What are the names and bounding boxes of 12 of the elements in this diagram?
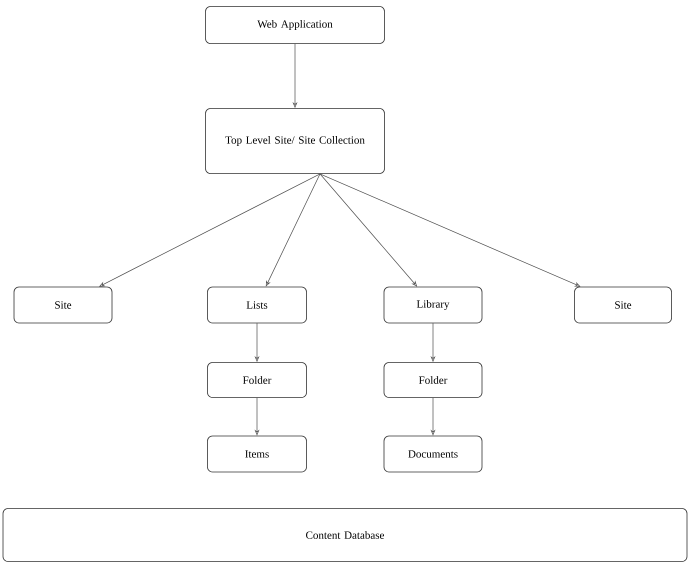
process-box: Folder [384, 362, 482, 398]
process-box: Items [207, 436, 307, 472]
arrow [99, 174, 320, 287]
process-box: Web Application [205, 6, 385, 44]
process-box: Top Level Site/ Site Collection [205, 108, 385, 174]
process-box: Site [574, 286, 672, 324]
process-box: Lists [207, 286, 307, 324]
database-bar: Content Database [2, 508, 688, 562]
process-box: Folder [207, 362, 307, 398]
process-box: Library [384, 286, 482, 324]
process-box: Documents [384, 436, 482, 472]
process-box: Site [14, 286, 112, 324]
